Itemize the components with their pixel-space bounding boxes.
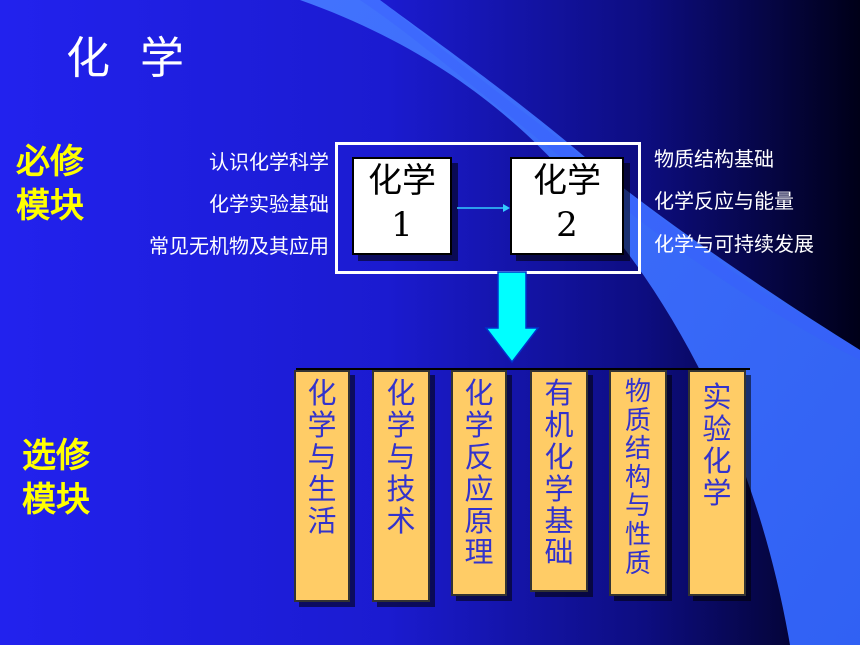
module-char: 学 <box>464 407 494 442</box>
elective-module-2: 化学与技术 <box>372 370 430 602</box>
core-module-2: 化学 2 <box>510 157 624 255</box>
module-char: 质 <box>624 548 651 579</box>
core-module-1: 化学 1 <box>352 157 452 255</box>
module-char: 学 <box>702 475 732 510</box>
module-char: 学 <box>544 471 574 506</box>
module-char: 构 <box>624 462 651 493</box>
module-char: 化 <box>386 376 416 410</box>
required-label-line-2: 模块 <box>16 186 84 226</box>
module-char: 验 <box>702 411 732 446</box>
elective-row-line <box>296 368 750 370</box>
module-char: 化 <box>307 376 337 410</box>
slide-title: 化 学 <box>66 33 192 84</box>
module-char: 化 <box>702 443 732 478</box>
module-char: 原 <box>464 503 494 538</box>
required-modules-frame: 化学 1 化学 2 <box>335 142 641 274</box>
module-char: 术 <box>386 503 416 538</box>
module-char: 活 <box>307 503 337 538</box>
module-char: 与 <box>386 439 416 474</box>
module-char: 技 <box>386 471 416 506</box>
module-char: 化 <box>544 439 574 474</box>
elective-label-line-2: 模块 <box>22 480 90 520</box>
module-char: 机 <box>544 407 574 442</box>
required-topic-right-3: 化学与可持续发展 <box>654 232 814 256</box>
required-topic-left-3: 常见无机物及其应用 <box>149 234 329 258</box>
module-char: 实 <box>702 380 732 414</box>
elective-label-line-1: 选修 <box>22 436 90 476</box>
required-topic-left-2: 化学实验基础 <box>209 192 329 216</box>
module-char: 应 <box>464 471 494 506</box>
module-char: 理 <box>464 535 494 570</box>
module-char: 与 <box>624 491 651 522</box>
module-char: 础 <box>544 535 574 570</box>
module-char: 性 <box>624 519 651 550</box>
required-label-line-1: 必修 <box>16 142 84 182</box>
module-char: 结 <box>624 434 651 465</box>
module-char: 基 <box>544 503 574 538</box>
module-char: 生 <box>307 471 337 506</box>
module-char: 学 <box>307 407 337 442</box>
core-module-1-name: 化学 <box>368 161 436 201</box>
required-topic-right-1: 物质结构基础 <box>654 147 774 171</box>
required-topic-left-1: 认识化学科学 <box>209 150 329 174</box>
elective-module-6: 实验化学 <box>688 370 746 596</box>
module-char: 反 <box>464 439 494 474</box>
progression-arrow <box>457 204 510 212</box>
module-char: 学 <box>386 407 416 442</box>
module-char: 物 <box>624 377 651 407</box>
core-module-1-number: 1 <box>391 205 413 245</box>
elective-module-label: 选修 模块 <box>22 434 90 522</box>
module-char: 与 <box>307 439 337 474</box>
elective-module-5: 物质结构与性质 <box>609 370 667 596</box>
down-arrow-icon <box>484 271 540 364</box>
module-char: 质 <box>624 405 651 436</box>
elective-module-3: 化学反应原理 <box>451 370 507 596</box>
required-module-label: 必修 模块 <box>16 140 84 228</box>
module-char: 化 <box>464 376 494 410</box>
required-topic-right-2: 化学反应与能量 <box>654 189 794 213</box>
core-module-2-number: 2 <box>556 205 578 245</box>
elective-module-4: 有机化学基础 <box>530 370 588 592</box>
elective-module-1: 化学与生活 <box>294 370 350 602</box>
module-char: 有 <box>544 376 574 410</box>
core-module-2-name: 化学 <box>533 161 601 201</box>
